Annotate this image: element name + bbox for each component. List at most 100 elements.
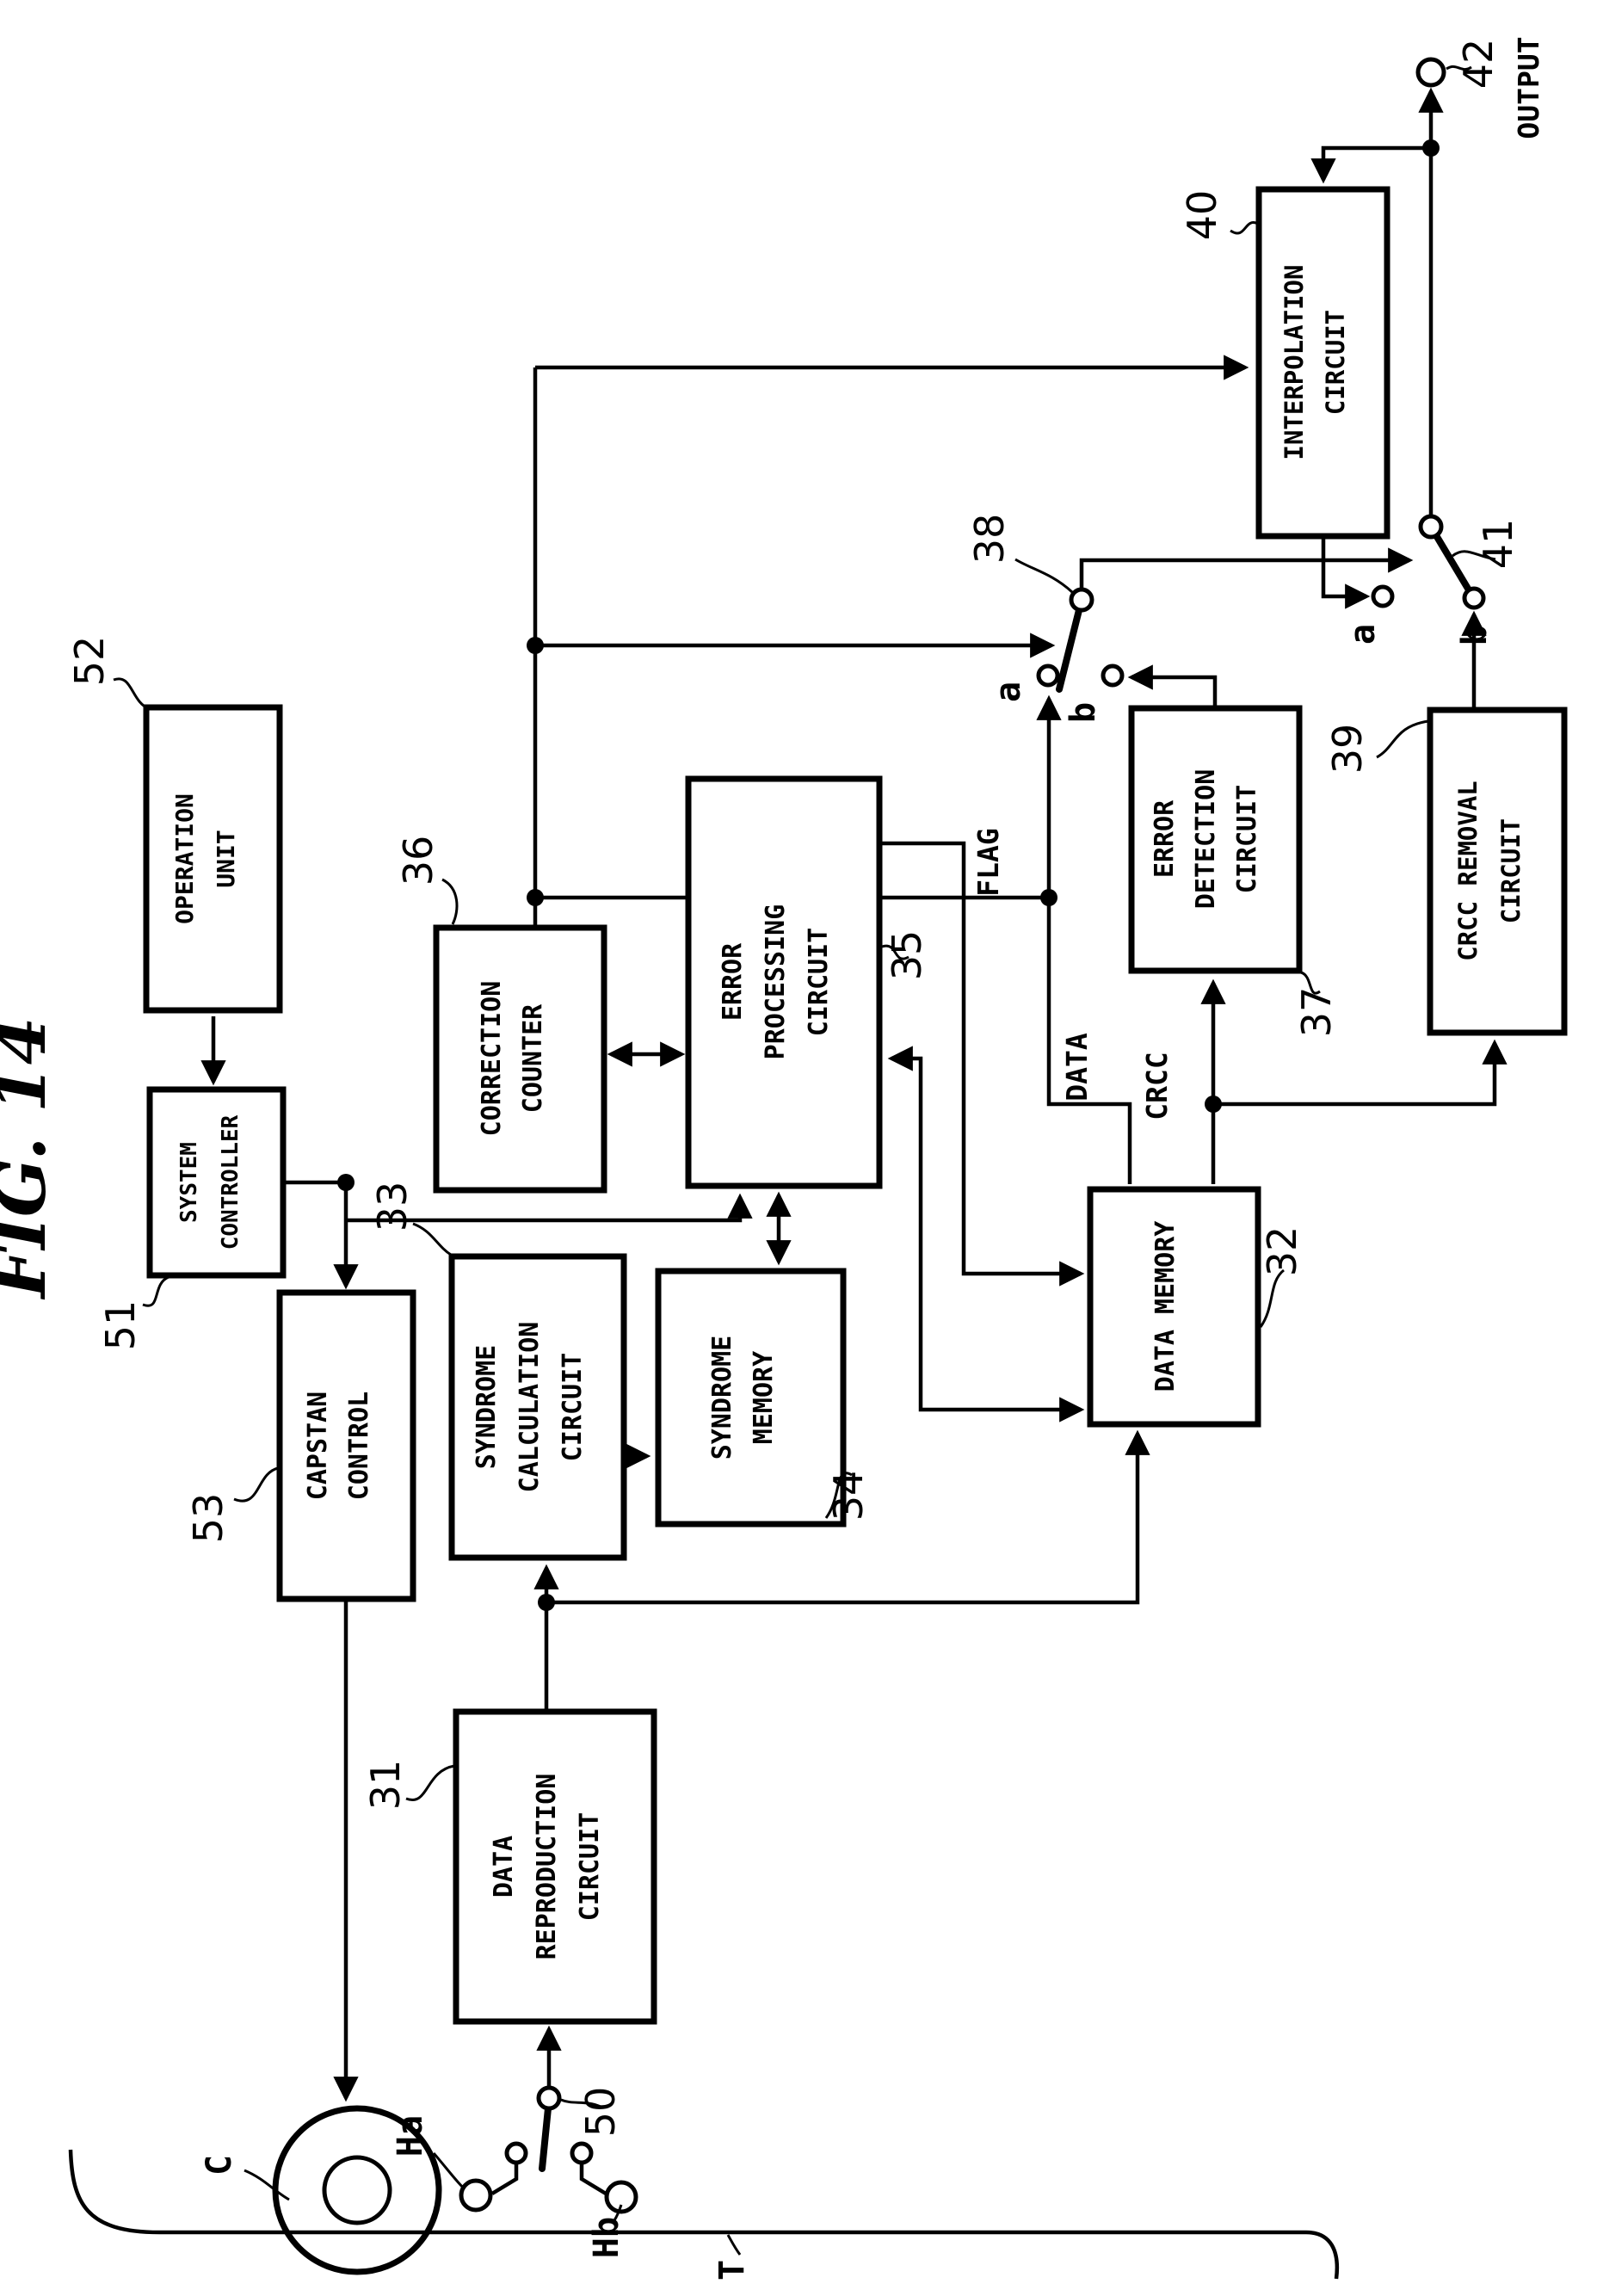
label-flag: FLAG — [971, 828, 1005, 896]
label-tape-t: T — [712, 2260, 752, 2281]
wire-errproc-datamem-link — [887, 1046, 1085, 1423]
label-head-hb: Hb — [587, 2217, 626, 2258]
box-syndrome-calculation-line2: CALCULATION — [515, 1322, 545, 1493]
ref-squiggle-37 — [1300, 971, 1321, 995]
ref-squiggle-39 — [1376, 719, 1429, 759]
ref-50: 50 — [577, 2087, 624, 2138]
ref-squiggle-53 — [233, 1466, 279, 1503]
box-operation-unit — [143, 704, 283, 1014]
label-sw41-a: a — [1343, 624, 1383, 645]
ref-35: 35 — [884, 930, 930, 981]
box-correction-counter — [433, 924, 607, 1194]
box-capstan-control-line1: CAPSTAN — [303, 1392, 333, 1500]
ref-32: 32 — [1259, 1226, 1305, 1277]
output-terminal — [1415, 57, 1446, 88]
box-syndrome-memory-line2: MEMORY — [749, 1351, 779, 1444]
label-capstan-c: C — [200, 2155, 239, 2176]
switch-38-lever — [1056, 596, 1085, 693]
box-error-processing-line1: ERROR — [718, 942, 748, 1021]
switch-41-contact-a — [1371, 584, 1395, 608]
ref-squiggle-31 — [405, 1764, 455, 1801]
junction-dot — [1205, 1096, 1222, 1113]
switch-50-pivot — [536, 2085, 562, 2111]
ref-squiggle-42 — [1446, 65, 1472, 71]
junction-dot — [527, 637, 544, 654]
box-data-reproduction-line2: REPRODUCTION — [532, 1774, 562, 1960]
switch-41-lever — [1427, 523, 1474, 596]
wire-syscon-to-errproc — [346, 1193, 753, 1223]
ref-squiggle-t — [726, 2234, 742, 2256]
ref-36: 36 — [395, 836, 441, 886]
ref-squiggle-34 — [824, 1472, 853, 1519]
tape-line — [68, 2149, 1340, 2280]
box-error-detection-line3: CIRCUIT — [1232, 785, 1262, 893]
ref-squiggle-33 — [412, 1222, 452, 1256]
box-syndrome-memory-line1: SYNDROME — [707, 1336, 737, 1460]
box-interpolation-line2: CIRCUIT — [1321, 310, 1350, 415]
switch-50-contact-a — [504, 2141, 528, 2165]
box-data-reproduction-line3: CIRCUIT — [575, 1812, 605, 1921]
wire-errdet-to-sw38b — [1127, 664, 1218, 706]
box-data-memory-line1: DATA MEMORY — [1150, 1221, 1181, 1392]
box-syndrome-memory — [655, 1268, 847, 1528]
box-error-processing-line2: PROCESSING — [761, 904, 791, 1060]
ref-squiggle-36 — [441, 878, 459, 925]
box-syndrome-calculation-line3: CIRCUIT — [558, 1353, 588, 1461]
switch-38-pivot — [1069, 587, 1094, 613]
box-system-controller-line1: SYSTEM — [176, 1142, 202, 1223]
head-a-stem — [490, 2163, 519, 2195]
label-sw38-a: a — [989, 682, 1028, 702]
box-error-detection-line1: ERROR — [1150, 799, 1180, 878]
wire-output-feedback — [1310, 145, 1431, 184]
ref-53: 53 — [185, 1493, 231, 1544]
head-b-circle — [604, 2180, 638, 2214]
box-data-reproduction-line1: DATA — [489, 1836, 519, 1898]
box-system-controller-line2: CONTROLLER — [218, 1114, 244, 1250]
box-operation-unit-line1: OPERATION — [170, 793, 199, 924]
wire-data-to-data-memory — [1046, 898, 1132, 1184]
ref-41: 41 — [1475, 519, 1521, 570]
ref-squiggle-c — [244, 2169, 290, 2201]
box-correction-counter-line1: CORRECTION — [477, 981, 507, 1137]
box-interpolation-line1: INTERPOLATION — [1279, 265, 1309, 460]
box-syndrome-calculation-line1: SYNDROME — [472, 1345, 502, 1470]
head-a-circle — [459, 2178, 493, 2213]
ref-51: 51 — [97, 1300, 144, 1351]
switch-38-contact-b — [1101, 663, 1125, 688]
switch-41-contact-b — [1462, 586, 1486, 610]
junction-dot — [337, 1174, 355, 1191]
junction-dot — [527, 889, 544, 906]
wire-sw38-pole-out — [1079, 547, 1414, 592]
label-sw38-b: b — [1064, 702, 1103, 723]
label-sw41-b: b — [1455, 625, 1495, 645]
box-error-processing-line3: CIRCUIT — [804, 928, 834, 1036]
ref-34: 34 — [825, 1471, 872, 1521]
wire-datarep-to-datamem — [546, 1429, 1150, 1605]
box-data-reproduction — [453, 1708, 657, 2025]
box-data-memory — [1087, 1186, 1261, 1428]
ref-squiggle-50 — [560, 2098, 601, 2108]
box-system-controller — [146, 1086, 287, 1279]
ref-squiggle-52 — [113, 677, 151, 711]
box-syndrome-calculation — [448, 1253, 627, 1561]
box-error-processing — [685, 775, 883, 1189]
switch-50-lever — [539, 2105, 552, 2172]
ref-42: 42 — [1455, 39, 1501, 89]
switch-50-contact-b — [570, 2141, 594, 2165]
head-b-stem — [579, 2163, 607, 2195]
ref-squiggle-41 — [1452, 550, 1496, 561]
box-crcc-removal-line2: CIRCUIT — [1496, 818, 1526, 923]
wire-interp-to-sw41a — [1321, 539, 1371, 609]
junction-dot — [1422, 139, 1440, 157]
box-capstan-control-line2: CONTROL — [344, 1392, 374, 1500]
ref-squiggle-32 — [1259, 1268, 1286, 1328]
box-crcc-removal — [1427, 707, 1568, 1036]
wire-crcc-to-crcc-removal — [1213, 1039, 1508, 1107]
ref-squiggle-hb — [613, 2204, 623, 2221]
box-error-detection-line2: DETECTION — [1191, 769, 1221, 910]
ref-squiggle-35 — [881, 944, 909, 960]
label-crcc: CRCC — [1140, 1052, 1174, 1120]
label-data: DATA — [1060, 1033, 1094, 1102]
